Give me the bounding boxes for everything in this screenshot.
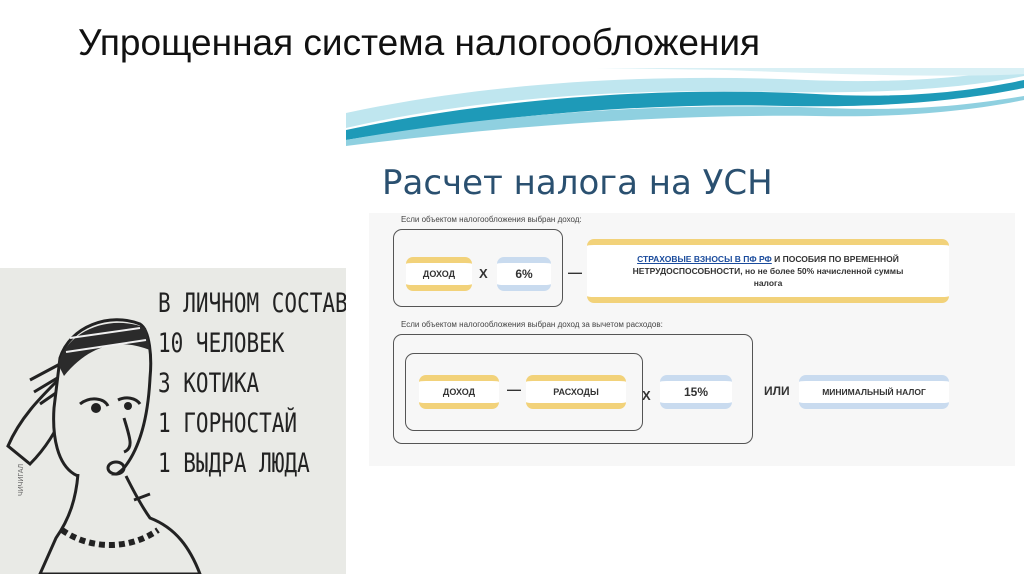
case2-outer-bracket [393,334,753,444]
case2-min-tax-label: МИНИМАЛЬНЫЙ НАЛОГ [822,387,926,397]
case1-deduction-line1-rest: И ПОСОБИЯ ПО ВРЕМЕННОЙ [771,254,899,264]
cartoon-line-1: В ЛИЧНОМ СОСТАВЕ: [158,288,346,318]
case1-deduction-box: СТРАХОВЫЕ ВЗНОСЫ В ПФ РФ И ПОСОБИЯ ПО ВР… [587,239,949,303]
case1-minus-sign: — [568,264,582,280]
case2-rate-box: 15% [660,375,732,409]
case2-income-box: ДОХОД [419,375,499,409]
case1-deduction-line2: НЕТРУДОСПОСОБНОСТИ, но не более 50% начи… [632,266,904,276]
case2-expenses-box: РАСХОДЫ [526,375,626,409]
case1-deduction-line1: СТРАХОВЫЕ ВЗНОСЫ В ПФ РФ И ПОСОБИЯ ПО ВР… [637,253,899,265]
formula-panel: Если объектом налогообложения выбран дох… [369,213,1015,466]
case1-deduction-link[interactable]: СТРАХОВЫЕ ВЗНОСЫ В ПФ РФ [637,254,772,264]
cartoon-signature: ЧИЧИГАЛ [18,463,25,496]
cartoon-line-4: 1 ГОРНОСТАЙ [158,408,298,438]
case2-rate-label: 15% [683,385,709,399]
case1-caption: Если объектом налогообложения выбран дох… [401,215,582,224]
case1-rate-box: 6% [497,257,551,291]
cartoon-line-2: 10 ЧЕЛОВЕК [158,328,285,358]
case1-income-box: ДОХОД [406,257,472,291]
case2-min-tax-box: МИНИМАЛЬНЫЙ НАЛОГ [799,375,949,409]
case2-or-label: ИЛИ [764,384,790,398]
case1-deduction-line3: налога [753,278,783,288]
case2-income-label: ДОХОД [442,387,476,397]
cartoon-illustration: В ЛИЧНОМ СОСТАВЕ: 10 ЧЕЛОВЕК 3 КОТИКА 1 … [0,268,346,574]
cartoon-line-5: 1 ВЫДРА ЛЮДА [158,448,310,478]
case2-caption: Если объектом налогообложения выбран дох… [401,320,663,329]
case2-inner-bracket [405,353,643,431]
case1-times-sign: X [479,266,488,281]
case1-bracket [393,229,563,307]
case1-income-label: ДОХОД [422,269,456,279]
page-title: Упрощенная система налогообложения [78,22,761,63]
wave-decoration [346,68,1024,148]
tax-calculation-image: Расчет налога на УСН Если объектом налог… [346,68,1024,574]
case1-rate-label: 6% [515,267,533,281]
saluting-man-drawing [6,318,202,574]
case2-minus-sign: — [507,381,521,397]
cartoon-line-3: 3 КОТИКА [158,368,260,398]
image-heading: Расчет налога на УСН [382,163,773,203]
case2-times-sign: X [642,388,651,403]
case2-expenses-label: РАСХОДЫ [553,387,599,397]
